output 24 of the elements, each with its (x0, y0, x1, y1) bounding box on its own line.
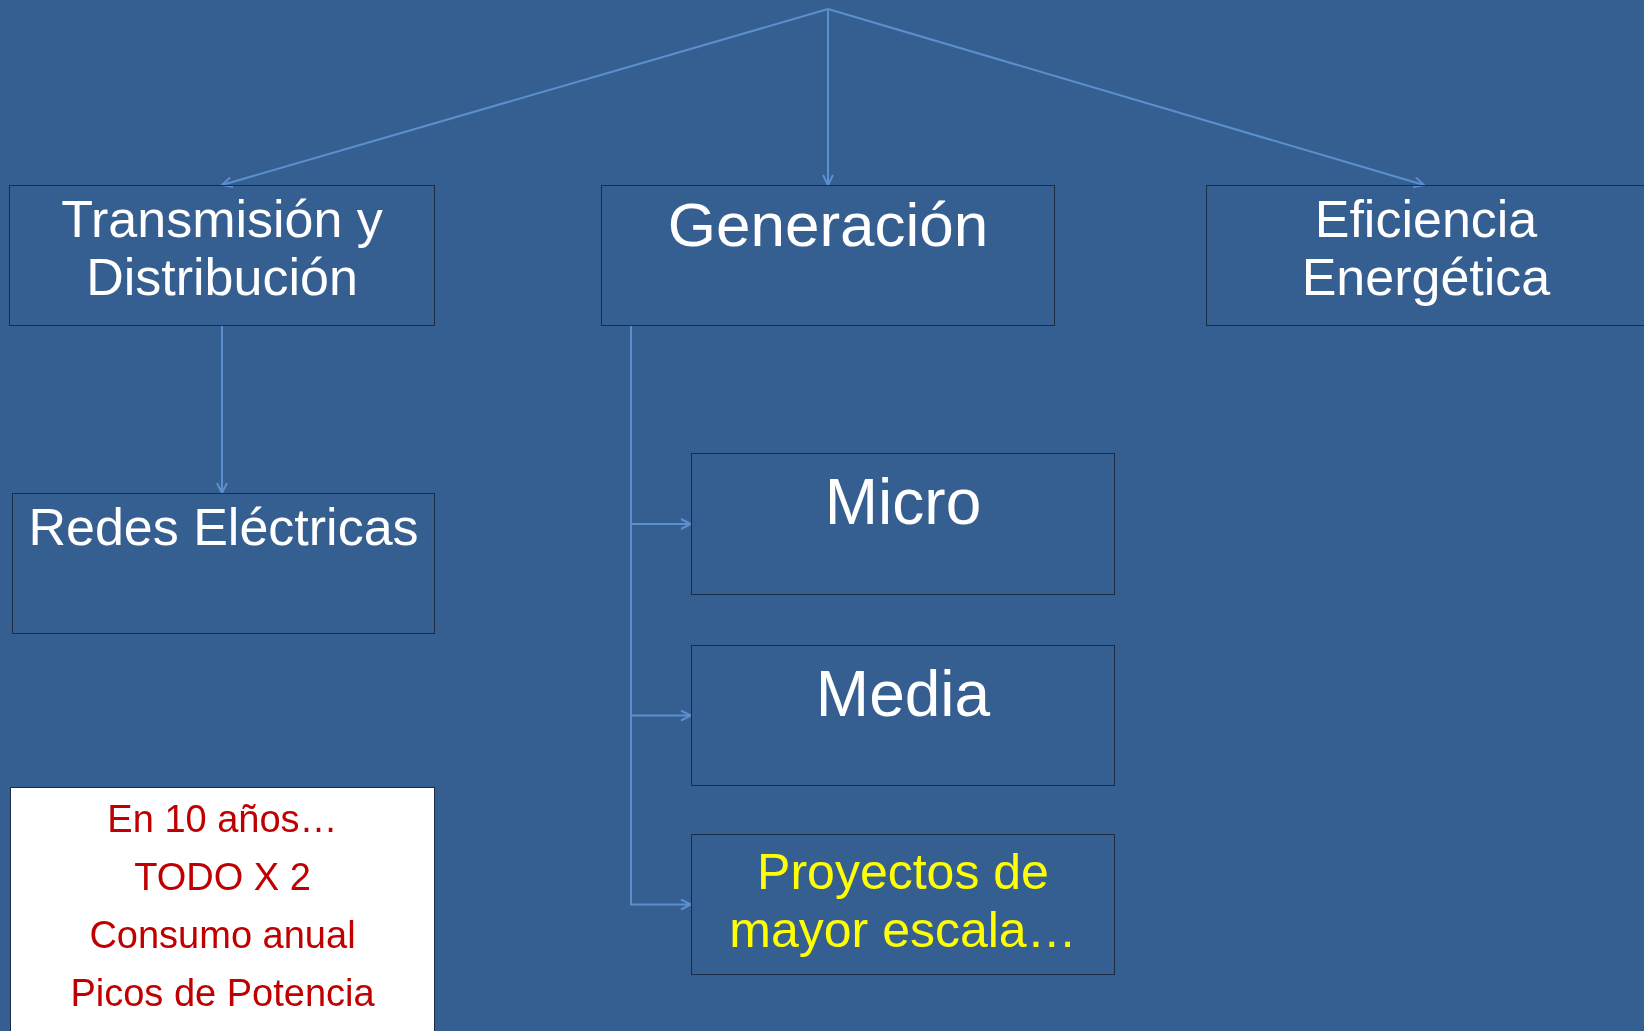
box-label: Generación (666, 190, 990, 260)
box-label: Redes Eléctricas (27, 498, 420, 556)
arrow (630, 325, 692, 911)
category-box (691, 834, 1115, 975)
box-label: Transmisión y Distribución (60, 190, 384, 306)
category-box (1206, 185, 1644, 326)
box-label: Proyectos de mayor escala… (728, 843, 1078, 959)
box-label: Eficiencia Energética (1300, 190, 1552, 306)
category-box (9, 185, 435, 326)
note-line: Picos de Potencia (69, 971, 376, 1016)
arrow (221, 8, 829, 188)
category-box (691, 453, 1115, 595)
arrow (827, 8, 1425, 188)
note-line: TODO X 2 (133, 855, 312, 900)
arrow (822, 8, 834, 186)
note-line: En 10 años… (106, 797, 339, 842)
note-line: Consumo anual (88, 913, 357, 958)
box-label: Media (814, 658, 992, 730)
category-box (601, 185, 1055, 326)
box-label: Micro (823, 466, 983, 538)
category-box (691, 645, 1115, 786)
note-box (10, 787, 435, 1031)
category-box (12, 493, 435, 634)
arrow (216, 325, 228, 494)
